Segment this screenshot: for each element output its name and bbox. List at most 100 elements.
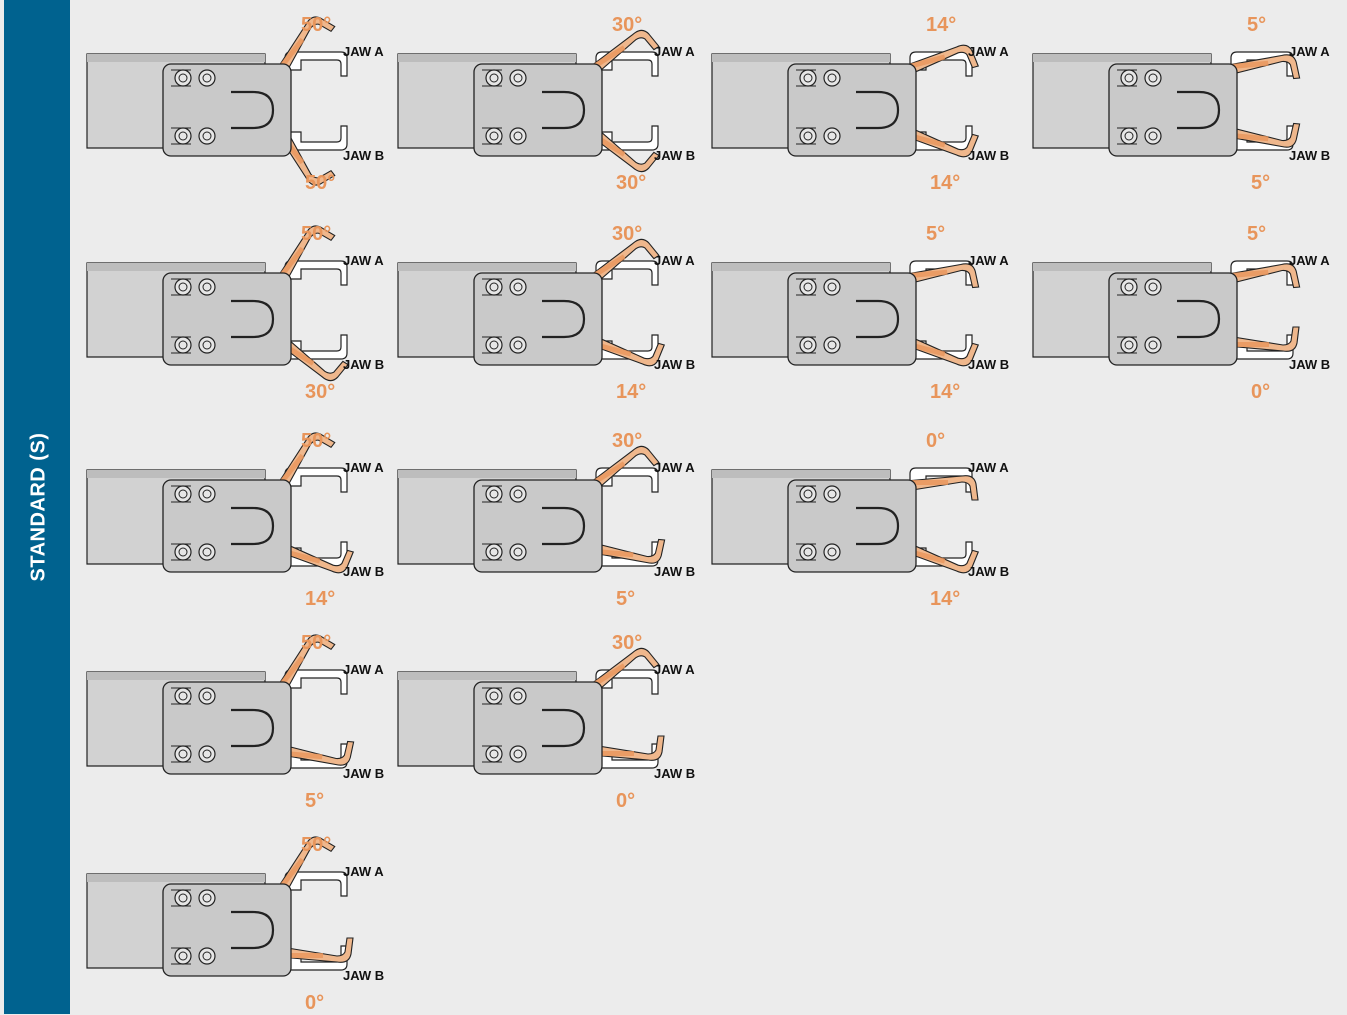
screw-icon <box>198 889 216 907</box>
jaw-b-label: JAW B <box>1289 148 1331 163</box>
screw-icon <box>799 336 817 354</box>
mounting-plate <box>787 479 917 573</box>
cylinder-marking <box>856 299 900 339</box>
mounting-plate <box>1108 272 1238 366</box>
gripper-svg <box>86 432 355 574</box>
screw-icon <box>509 127 527 145</box>
screw-icon <box>1144 278 1162 296</box>
jaw-a-label: JAW A <box>343 460 384 475</box>
screw-icon <box>198 278 216 296</box>
screw-icon <box>823 485 841 503</box>
gripper-svg <box>711 44 980 158</box>
mounting-plate <box>162 479 292 573</box>
screw-icon <box>823 127 841 145</box>
jaw-b-angle: 14° <box>930 381 961 403</box>
mounting-plate <box>162 883 292 977</box>
jaw-a-label: JAW A <box>343 253 384 268</box>
screw-icon <box>509 278 527 296</box>
gripper-svg <box>397 29 660 173</box>
jaw-a-angle: 50° <box>301 14 332 36</box>
screw-icon <box>485 278 503 296</box>
screw-icon <box>509 336 527 354</box>
jaw-a-label: JAW A <box>654 460 695 475</box>
gripper-svg <box>711 260 980 367</box>
jaw-b-label: JAW B <box>654 357 696 372</box>
jaw-a-label: JAW A <box>343 864 384 879</box>
jaw-b-angle: 14° <box>616 381 647 403</box>
jaw-a-label: JAW A <box>1289 253 1330 268</box>
screw-icon <box>485 485 503 503</box>
mounting-plate <box>473 479 603 573</box>
cylinder-marking <box>1177 299 1221 339</box>
jaw-b-label: JAW B <box>343 968 385 983</box>
cylinder-marking <box>856 506 900 546</box>
screw-icon <box>485 336 503 354</box>
screw-icon <box>509 69 527 87</box>
jaw-a-angle: 30° <box>612 14 643 36</box>
jaw-b-angle: 30° <box>305 381 336 403</box>
screw-icon <box>174 687 192 705</box>
cylinder-marking <box>542 90 586 130</box>
gripper-svg <box>86 634 355 775</box>
jaw-a-label: JAW A <box>968 460 1009 475</box>
jaw-b-angle: 14° <box>930 172 961 194</box>
screw-icon <box>198 543 216 561</box>
screw-icon <box>174 947 192 965</box>
screw-icon <box>485 69 503 87</box>
screw-icon <box>1120 127 1138 145</box>
screw-icon <box>1120 336 1138 354</box>
cylinder-marking <box>856 90 900 130</box>
screw-icon <box>823 69 841 87</box>
jaw-a-angle: 5° <box>926 223 946 245</box>
jaw-b-angle: 5° <box>1251 172 1271 194</box>
screw-icon <box>799 543 817 561</box>
screw-icon <box>174 485 192 503</box>
screw-icon <box>198 745 216 763</box>
screw-icon <box>174 543 192 561</box>
jaw-a-label: JAW A <box>1289 44 1330 59</box>
jaw-b-angle: 30° <box>616 172 647 194</box>
screw-icon <box>198 336 216 354</box>
jaw-b-angle: 5° <box>616 588 636 610</box>
jaw-b-angle: 0° <box>1251 381 1271 403</box>
screw-icon <box>823 543 841 561</box>
cylinder-marking <box>231 506 275 546</box>
jaw-a-angle: 50° <box>301 430 332 452</box>
mounting-plate <box>1108 63 1238 157</box>
cylinder-marking <box>1177 90 1221 130</box>
screw-icon <box>174 745 192 763</box>
screw-icon <box>509 543 527 561</box>
jaw-a-label: JAW A <box>654 44 695 59</box>
mounting-plate <box>473 272 603 366</box>
cylinder-marking <box>542 299 586 339</box>
cylinder-marking <box>231 299 275 339</box>
jaw-b-angle: 50° <box>305 172 336 194</box>
jaw-a-label: JAW A <box>343 44 384 59</box>
screw-icon <box>509 485 527 503</box>
gripper-svg <box>86 16 348 186</box>
screw-icon <box>174 336 192 354</box>
screw-icon <box>485 543 503 561</box>
screw-icon <box>1144 69 1162 87</box>
jaw-a-label: JAW A <box>654 662 695 677</box>
jaw-b-label: JAW B <box>343 564 385 579</box>
category-sidebar: STANDARD (S) <box>4 0 70 1014</box>
jaw-a-label: JAW A <box>343 662 384 677</box>
jaw-b-angle: 0° <box>305 992 325 1014</box>
mounting-plate <box>787 63 917 157</box>
screw-icon <box>198 485 216 503</box>
gripper-svg <box>86 225 349 382</box>
jaw-a-angle: 50° <box>301 632 332 654</box>
